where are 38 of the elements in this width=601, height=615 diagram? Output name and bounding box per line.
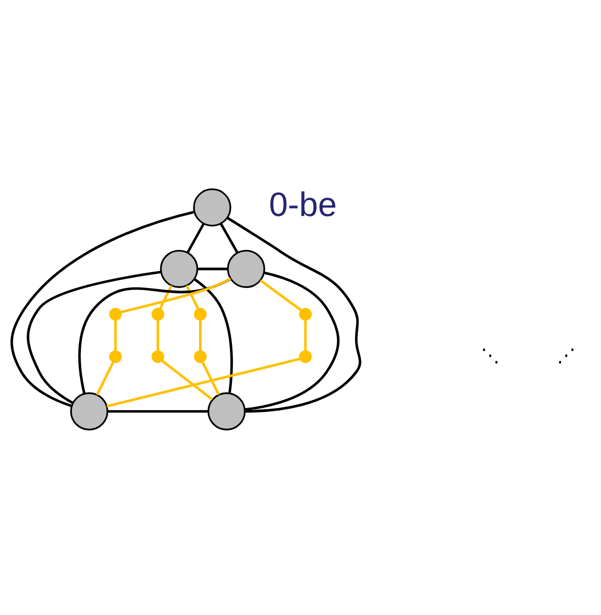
connector	[194, 278, 233, 394]
node-circle	[194, 308, 207, 321]
connector	[199, 320, 202, 351]
connector	[107, 410, 208, 413]
node-circle	[70, 392, 108, 430]
connector	[159, 284, 173, 310]
connector	[78, 278, 232, 394]
node-circle	[208, 392, 246, 430]
node-circle	[109, 308, 122, 321]
connector	[226, 216, 362, 413]
connector	[114, 320, 117, 351]
label: ⋰	[557, 344, 576, 366]
label: 0-be	[268, 186, 337, 224]
connector	[197, 268, 228, 270]
label: ⋱	[480, 344, 500, 366]
connector	[162, 360, 214, 401]
connector	[96, 362, 114, 396]
connector	[120, 277, 232, 314]
node-circle	[194, 350, 207, 364]
connector	[10, 210, 195, 408]
node-circle	[227, 250, 266, 288]
connector	[304, 320, 307, 351]
node-circle	[152, 308, 164, 321]
connector	[220, 223, 238, 254]
connector	[202, 362, 220, 396]
connector	[106, 358, 300, 408]
node-circle	[299, 350, 312, 364]
connector	[186, 223, 205, 254]
node-circle	[152, 350, 164, 364]
node-circle	[193, 188, 232, 227]
connector	[26, 270, 162, 404]
node-circle	[109, 350, 122, 364]
connector	[156, 320, 160, 351]
node-circle	[160, 250, 198, 288]
connector	[186, 284, 200, 310]
connector	[244, 271, 340, 411]
connector	[260, 279, 302, 312]
node-circle	[299, 308, 312, 321]
